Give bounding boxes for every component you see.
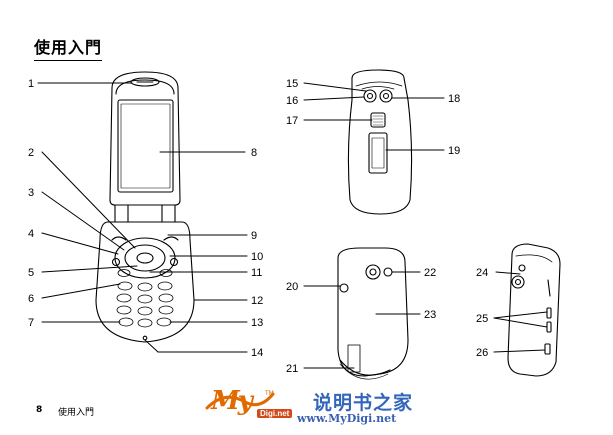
callout-5: 5 <box>28 267 34 279</box>
callout-16: 16 <box>286 95 298 107</box>
phone-rear-body <box>337 247 409 380</box>
right-soft-key <box>163 236 179 241</box>
flip-top-outline <box>109 71 181 206</box>
main-screen <box>117 99 174 193</box>
callout-2: 2 <box>28 147 34 159</box>
camera-lens <box>363 89 377 103</box>
phone-back-view <box>347 69 413 215</box>
nav-ring <box>124 244 166 272</box>
callout-24: 24 <box>476 267 488 279</box>
hinge <box>114 204 176 223</box>
callout-17: 17 <box>286 115 298 127</box>
logo-trademark: TM <box>265 390 274 397</box>
watermark-logo: My TM Digi.net 说明书之家 www.MyDigi.net <box>205 386 415 430</box>
battery-cover-edge <box>339 359 391 376</box>
logo-swoosh-icon <box>205 392 275 410</box>
external-display <box>368 132 388 174</box>
callout-4: 4 <box>28 228 34 240</box>
earpiece <box>130 77 160 87</box>
side-key-1 <box>547 279 551 297</box>
callout-20: 20 <box>286 281 298 293</box>
footer-page-number: 8 <box>36 405 43 415</box>
side-key-2 <box>546 307 552 319</box>
callout-9: 9 <box>251 230 257 242</box>
callout-10: 10 <box>251 251 263 263</box>
rear-body-outline <box>337 247 409 377</box>
callout-22: 22 <box>424 267 436 279</box>
callout-labels: 1 2 3 4 5 6 7 8 9 10 11 12 13 14 15 16 1… <box>28 78 488 375</box>
callout-23: 23 <box>424 309 436 321</box>
callout-18: 18 <box>448 93 460 105</box>
phone-side-view <box>507 243 561 377</box>
rear-camera <box>365 264 381 280</box>
microphone <box>142 335 148 341</box>
logo-url: www.MyDigi.net <box>297 412 397 425</box>
callout-6: 6 <box>28 293 34 305</box>
callout-15: 15 <box>286 78 298 90</box>
phone-base-outline <box>95 221 195 343</box>
callout-12: 12 <box>251 295 263 307</box>
callout-11: 11 <box>251 267 262 279</box>
side-outline <box>507 243 561 377</box>
logo-text: My <box>211 386 253 416</box>
logo-chinese-text: 说明书之家 <box>313 392 414 414</box>
logo-badge: Digi.net <box>257 409 293 418</box>
page-title: 使用入門 <box>34 34 103 61</box>
callout-13: 13 <box>251 317 263 329</box>
send-key <box>111 257 121 267</box>
callout-3: 3 <box>28 187 34 199</box>
side-key-3 <box>546 321 552 333</box>
callout-26: 26 <box>476 347 488 359</box>
nav-ring-outer <box>114 237 176 279</box>
back-outline <box>347 69 413 215</box>
flip-top-inner <box>115 79 175 95</box>
callout-14: 14 <box>251 347 263 359</box>
center-key <box>136 252 154 264</box>
flash <box>379 89 393 103</box>
callout-25: 25 <box>476 313 488 325</box>
callout-1: 1 <box>28 78 34 90</box>
screen-inner <box>120 103 171 189</box>
side-connector <box>544 343 551 355</box>
strap-hole <box>339 283 349 293</box>
left-soft-key <box>111 236 127 241</box>
end-key <box>169 257 179 267</box>
leader-lines <box>37 82 548 369</box>
footer-section-title: 使用入門 <box>58 408 95 418</box>
callout-8: 8 <box>251 147 257 159</box>
callout-7: 7 <box>28 317 34 329</box>
callout-21: 21 <box>286 363 298 375</box>
phone-front-view <box>95 71 195 343</box>
callout-19: 19 <box>448 145 460 157</box>
side-detail <box>518 264 526 272</box>
